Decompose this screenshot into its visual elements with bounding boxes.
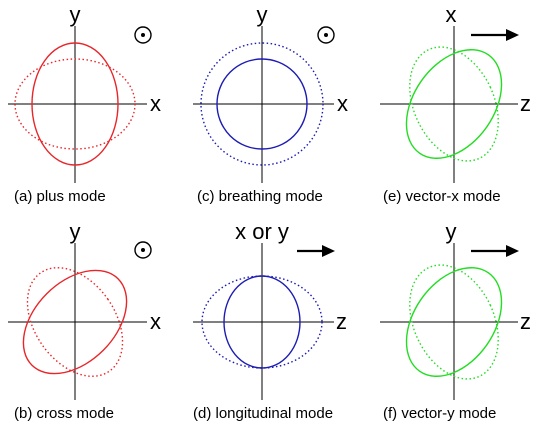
solid-ring (405, 267, 503, 377)
out-of-plane-dot-icon (134, 26, 152, 44)
horizontal-axis-label: z (520, 91, 531, 116)
panel-caption: (e) vector-x mode (383, 188, 501, 205)
panel-caption: (c) breathing mode (197, 188, 323, 205)
panel-caption: (a) plus mode (14, 188, 106, 205)
horizontal-axis-label: x (337, 91, 348, 116)
panel-longitudinal-mode: x or y z (d) longitudinal mode (193, 219, 347, 422)
dotted-ring (14, 58, 136, 150)
panel-cross-mode: y x (b) cross mode (8, 219, 161, 422)
out-of-plane-dot-icon (317, 26, 335, 44)
dotted-ring (409, 264, 499, 380)
dotted-ring (200, 42, 324, 166)
right-arrow-icon (471, 245, 519, 257)
dotted-ring (201, 275, 323, 369)
horizontal-axis-label: z (336, 309, 347, 334)
solid-ring (405, 49, 503, 159)
panel-breathing-mode: y x (c) breathing mode (193, 2, 348, 205)
panel-vector-x-mode: x z (e) vector-x mode (380, 2, 531, 205)
vertical-axis-label: x (446, 2, 457, 27)
horizontal-axis-label: z (520, 309, 531, 334)
out-of-plane-dot-icon (134, 241, 152, 259)
vertical-axis-label: y (257, 2, 268, 27)
dotted-ring (26, 267, 124, 377)
vertical-axis-label: y (70, 219, 81, 244)
right-arrow-icon (297, 245, 335, 257)
right-arrow-icon (471, 29, 519, 41)
panel-plus-mode: y x (a) plus mode (8, 2, 161, 205)
panel-caption: (f) vector-y mode (383, 405, 496, 422)
panel-vector-y-mode: y z (f) vector-y mode (380, 219, 531, 422)
solid-ring (31, 42, 119, 166)
vertical-axis-label: x or y (235, 219, 289, 244)
panel-caption: (b) cross mode (14, 405, 114, 422)
panel-caption: (d) longitudinal mode (193, 405, 333, 422)
solid-ring (216, 58, 308, 150)
horizontal-axis-label: x (150, 309, 161, 334)
vertical-axis-label: y (446, 219, 457, 244)
dotted-ring (409, 46, 499, 162)
solid-ring (223, 275, 301, 369)
solid-ring (22, 269, 128, 375)
vertical-axis-label: y (70, 2, 81, 27)
horizontal-axis-label: x (150, 91, 161, 116)
